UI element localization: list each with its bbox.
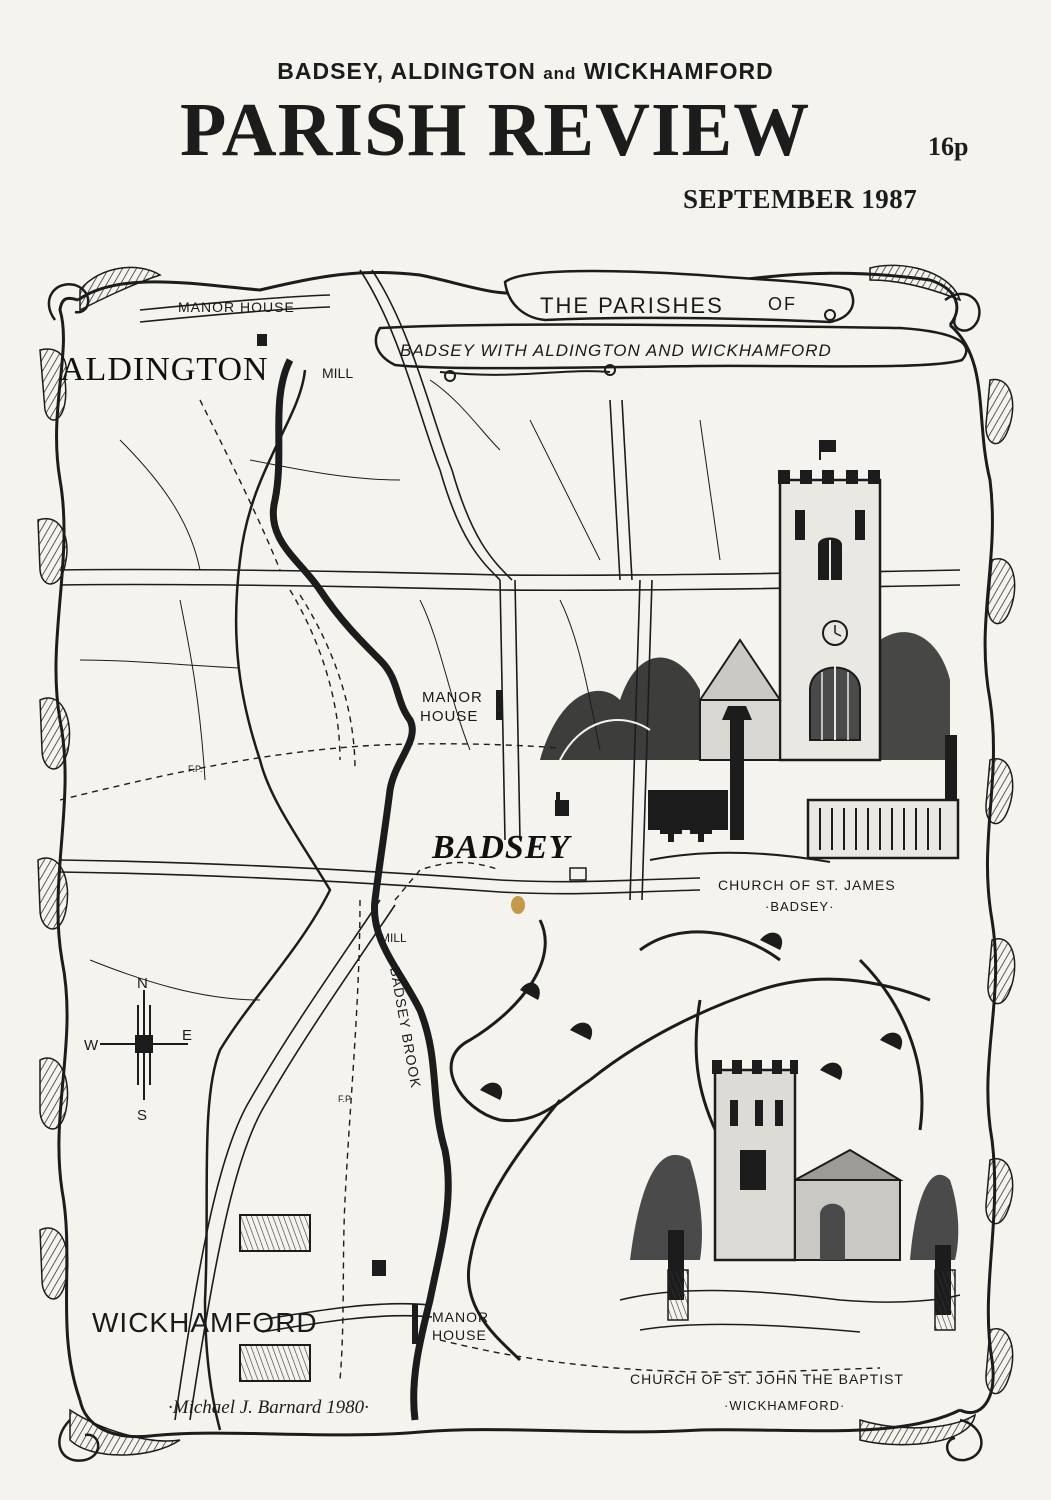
label-manor-house-north: MANOR HOUSE [178,299,295,315]
parish-names-b: WICKHAMFORD [583,58,774,84]
building-markers [257,334,587,1344]
compass-north: N [137,975,148,992]
banner-title-b: OF [768,294,797,314]
map-hatched-block-1 [239,1214,311,1252]
publication-title: PARISH REVIEW [180,88,811,172]
label-manor-house-south-2: HOUSE [432,1327,487,1343]
label-footpath-2: F.P. [338,1094,352,1104]
label-manor-house-south-1: MANOR [432,1309,489,1325]
label-manor-house-mid-2: HOUSE [420,708,478,725]
caption-church-st-john-2: ·WICKHAMFORD· [724,1398,845,1413]
badsey-church-illustration [540,440,960,863]
label-footpath-1: F.P. [188,764,202,774]
village-label-badsey: BADSEY [431,829,572,866]
banner-subtitle: BADSEY WITH ALDINGTON AND WICKHAMFORD [400,341,832,360]
price-label: 16p [928,132,969,161]
label-badsey-brook: BADSEY BROOK [387,966,424,1090]
banner-title-a: THE PARISHES [540,293,724,318]
stream-west [203,369,332,1431]
caption-church-st-james-2: ·BADSEY· [765,899,834,914]
artist-signature: ·Michael J. Barnard 1980· [168,1397,369,1418]
village-label-aldington: ALDINGTON [60,351,269,388]
parish-names-and: and [543,64,577,83]
map-hatched-block-2 [239,1344,311,1382]
leaf-shapes [480,932,903,1100]
compass-south: S [137,1107,147,1124]
tree-foliage [449,919,931,1362]
village-label-wickhamford: WICKHAMFORD [92,1307,318,1338]
title-banner [374,269,968,382]
compass-rose [100,990,188,1100]
parish-names-heading: BADSEY, ALDINGTON and WICKHAMFORD [0,58,1051,85]
caption-church-st-john-1: CHURCH OF ST. JOHN THE BAPTIST [630,1371,904,1387]
scroll-curls [47,282,983,1462]
issue-date: SEPTEMBER 1987 [683,184,918,214]
frame-shading [37,264,1016,1456]
label-mill-north: MILL [322,365,353,381]
badsey-brook-river [269,358,452,1421]
footpaths [59,399,881,1381]
wickhamford-church-illustration [619,1060,961,1333]
badsey-marker-dot [511,896,525,914]
label-manor-house-mid-1: MANOR [422,689,483,706]
compass-east: E [182,1027,192,1044]
caption-church-st-james-1: CHURCH OF ST. JAMES [718,877,896,893]
compass-west: W [84,1037,99,1054]
parish-names-a: BADSEY, ALDINGTON [277,58,536,84]
label-mill-south: MILL [380,931,407,945]
